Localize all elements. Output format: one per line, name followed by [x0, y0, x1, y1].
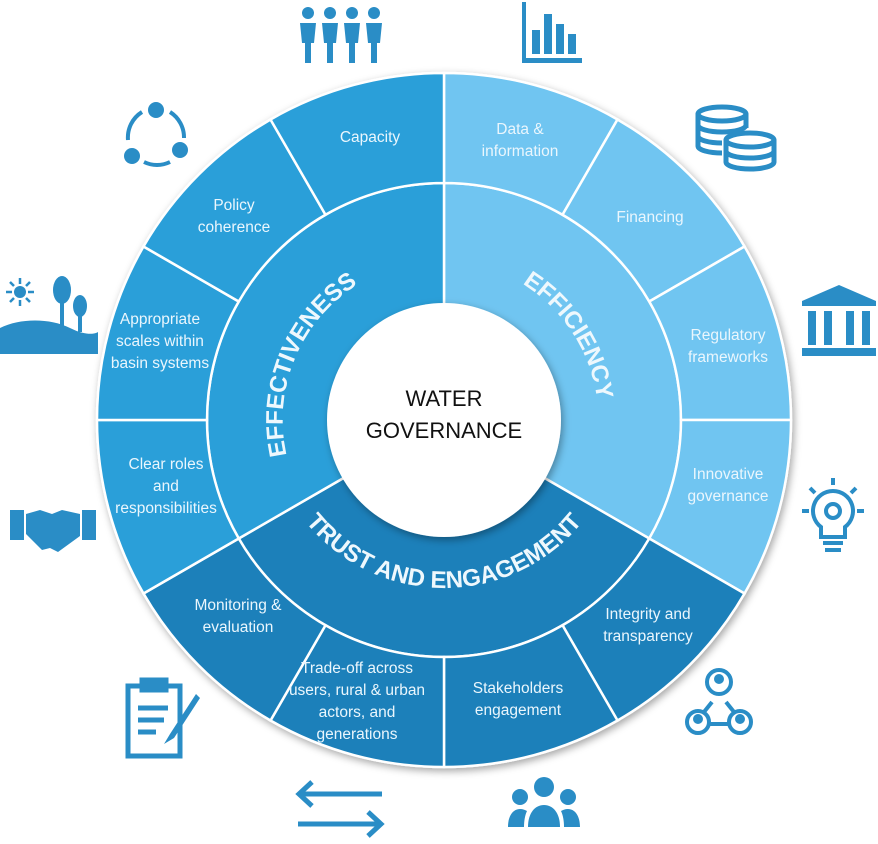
- line: users, rural & urban: [288, 682, 426, 699]
- label-appropriate-scales: Appropriate scales within basin systems: [111, 309, 209, 375]
- line: evaluation: [202, 619, 274, 636]
- line: information: [481, 143, 559, 160]
- label-integrity-transparency: Integrity and transparency: [603, 604, 693, 648]
- label-financing: Financing: [616, 209, 684, 226]
- line: Clear roles: [128, 456, 204, 473]
- label-data-information: Data & information: [482, 119, 559, 163]
- line: transparency: [603, 628, 693, 645]
- line: actors, and: [318, 704, 396, 721]
- effectiveness-principle-segment: [268, 71, 446, 217]
- cycle-icon: [124, 102, 188, 167]
- center-title: WATER GOVERNANCE: [366, 383, 522, 447]
- line: Trade-off across: [301, 660, 413, 677]
- line: Innovative: [692, 466, 764, 483]
- line: generations: [316, 726, 398, 743]
- label-policy-coherence: Policy coherence: [198, 195, 270, 239]
- label-clear-roles: Clear roles and responsibilities: [115, 454, 217, 520]
- line: Stakeholders: [472, 680, 564, 697]
- line: governance: [687, 488, 769, 505]
- line: frameworks: [687, 349, 769, 366]
- exchange-arrows-icon: [295, 780, 385, 838]
- line: and: [153, 478, 179, 495]
- handshake-icon: [10, 510, 96, 552]
- center-title-line1: WATER: [405, 386, 483, 411]
- line: basin systems: [110, 355, 210, 372]
- label-regulatory-frameworks: Regulatory frameworks: [688, 325, 768, 369]
- team-icon: [508, 777, 580, 827]
- clipboard-pencil-icon: [125, 677, 200, 759]
- line: Data &: [496, 121, 544, 138]
- label-stakeholders-engagement: Stakeholders engagement: [473, 678, 563, 722]
- line: Integrity and: [605, 606, 691, 623]
- label-innovative-governance: Innovative governance: [687, 464, 768, 508]
- people-icon: [300, 7, 382, 63]
- network-people-icon: [685, 668, 753, 735]
- label-monitoring-evaluation: Monitoring & evaluation: [194, 595, 281, 639]
- lightbulb-gear-icon: [802, 478, 864, 552]
- bar-chart-icon: [522, 2, 582, 63]
- line: responsibilities: [115, 500, 217, 517]
- line: coherence: [197, 219, 271, 236]
- line: scales within: [116, 333, 204, 350]
- label-trade-off: Trade-off across users, rural & urban acto…: [289, 658, 425, 746]
- coins-icon: [695, 104, 777, 172]
- line: engagement: [474, 702, 562, 719]
- line: Monitoring &: [194, 597, 282, 614]
- landscape-sun-trees-icon: [0, 276, 98, 354]
- center-title-line2: GOVERNANCE: [365, 418, 523, 443]
- label-capacity: Capacity: [339, 129, 401, 146]
- line: Regulatory: [690, 327, 766, 344]
- sectors: [95, 71, 793, 769]
- line: Appropriate: [119, 311, 201, 328]
- bank-building-icon: [802, 285, 876, 356]
- line: Policy: [213, 197, 255, 214]
- center-circle: [327, 303, 561, 537]
